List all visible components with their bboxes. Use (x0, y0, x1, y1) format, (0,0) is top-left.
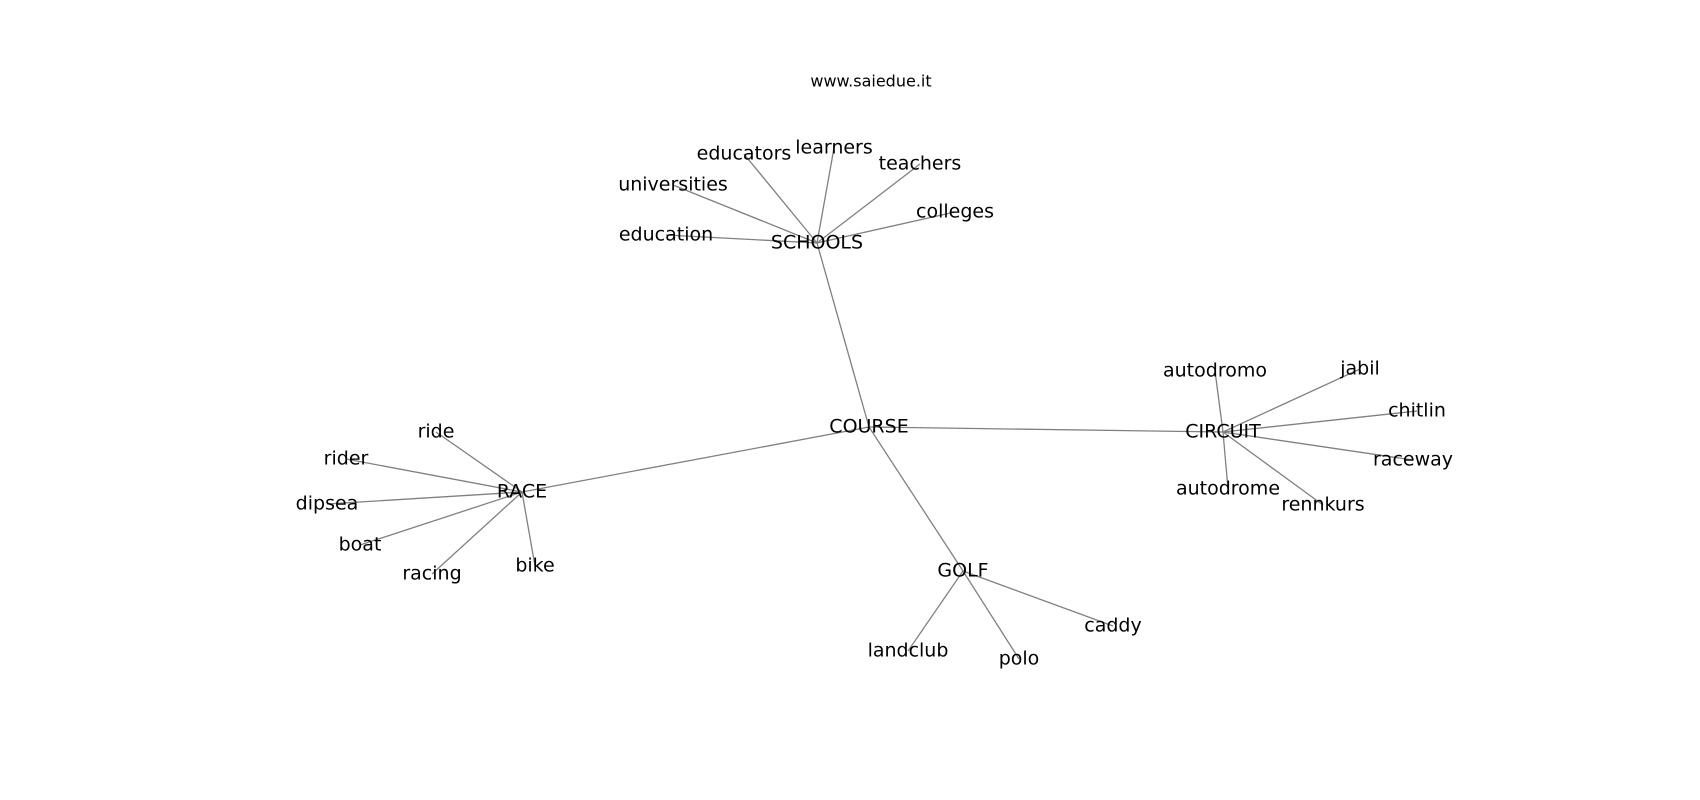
node-label-landclub: landclub (868, 640, 949, 662)
edge-golf-polo (962, 570, 1020, 660)
edge-schools-colleges (816, 211, 956, 244)
node-label-chitlin: chitlin (1388, 400, 1446, 422)
edge-course-schools (816, 242, 870, 428)
edge-race-boat (359, 491, 523, 546)
edge-schools-education (665, 234, 818, 244)
edge-course-circuit (868, 426, 1224, 433)
edge-circuit-rennkurs (1222, 431, 1324, 506)
node-label-jabil: jabil (1339, 358, 1380, 380)
edge-course-race (521, 426, 870, 493)
node-label-teachers: teachers (879, 153, 962, 175)
edge-race-rider (345, 458, 523, 493)
node-label-schools: SCHOOLS (771, 232, 863, 254)
edge-schools-learners (816, 147, 835, 244)
edge-course-golf (868, 426, 964, 572)
node-label-racing: racing (402, 563, 461, 585)
node-label-circuit: CIRCUIT (1185, 421, 1261, 443)
edge-race-racing (431, 491, 523, 575)
node-label-polo: polo (999, 648, 1040, 670)
node-label-colleges: colleges (916, 201, 994, 223)
node-label-raceway: raceway (1373, 449, 1453, 471)
node-label-autodrome: autodrome (1176, 478, 1280, 500)
edge-golf-caddy (962, 570, 1114, 627)
node-label-educators: educators (697, 143, 792, 165)
node-label-dipsea: dipsea (296, 493, 359, 515)
node-label-universities: universities (618, 174, 728, 196)
node-label-caddy: caddy (1084, 615, 1141, 637)
node-label-course: COURSE (829, 416, 908, 438)
node-label-autodromo: autodromo (1163, 360, 1267, 382)
node-label-boat: boat (339, 534, 382, 556)
edge-race-dipsea (326, 491, 523, 505)
edge-schools-universities (672, 184, 818, 244)
edge-circuit-raceway (1222, 431, 1414, 461)
node-label-ride: ride (418, 421, 455, 443)
node-label-education: education (619, 224, 713, 246)
edge-schools-educators (743, 153, 818, 244)
edges-layer (326, 147, 1418, 660)
edge-golf-landclub (907, 570, 964, 652)
edge-race-ride (435, 431, 523, 493)
node-label-rennkurs: rennkurs (1281, 494, 1364, 516)
site-title: www.saiedue.it (810, 72, 931, 91)
edge-circuit-jabil (1222, 368, 1361, 433)
edge-race-bike (521, 491, 536, 567)
edge-circuit-autodrome (1222, 431, 1229, 490)
edge-circuit-autodromo (1214, 370, 1224, 433)
node-label-rider: rider (324, 448, 369, 470)
node-label-bike: bike (515, 555, 554, 577)
node-label-golf: GOLF (937, 560, 988, 582)
edge-schools-teachers (816, 163, 921, 244)
node-label-race: RACE (497, 481, 547, 503)
edge-circuit-chitlin (1222, 410, 1418, 433)
node-label-learners: learners (795, 137, 873, 159)
